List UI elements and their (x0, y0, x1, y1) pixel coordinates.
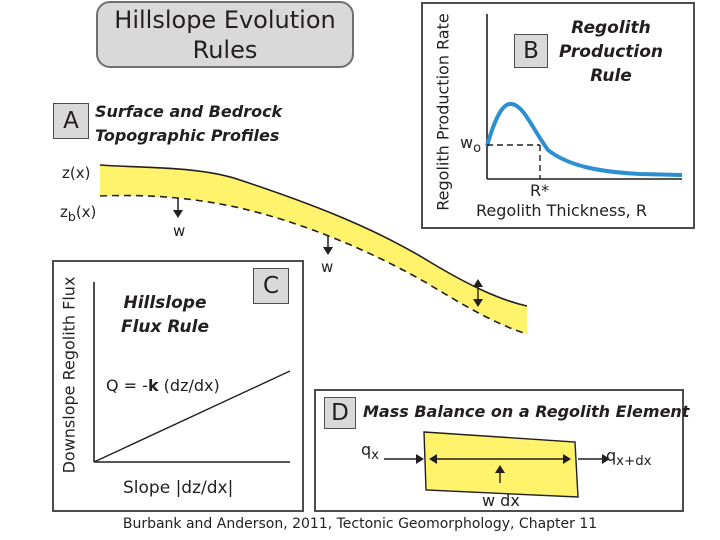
w0-subscript: o (473, 141, 482, 157)
panel-b-letter: B (514, 34, 548, 68)
label-qxdx: qx+dx (606, 446, 652, 469)
panel-c-title: Hillslope Flux Rule (118, 291, 212, 339)
zb-subscript: b (67, 209, 76, 224)
panel-b-xlabel: Regolith Thickness, R (476, 201, 647, 220)
qxdx-symbol: q (606, 446, 617, 465)
equation-prefix: Q = - (106, 376, 148, 395)
bedrock-profile (99, 194, 528, 335)
qx-symbol: q (361, 440, 372, 459)
w-arrow-1 (173, 198, 183, 218)
w0-symbol: w (460, 133, 474, 152)
panel-c-xlabel: Slope |dz/dx| (123, 478, 234, 498)
title-box: Hillslope Evolution Rules (96, 1, 354, 68)
regolith-layer (100, 165, 527, 334)
panel-b-w0: wo (460, 133, 481, 156)
flux-line (93, 370, 291, 463)
panel-b-title: Regolith Production Rule (556, 16, 666, 88)
caption: Burbank and Anderson, 2011, Tectonic Geo… (122, 516, 598, 532)
label-z-surface: z(x) (62, 164, 91, 182)
label-w-1: w (173, 222, 186, 240)
panel-b-title-line-2: Production (558, 42, 664, 62)
panel-c-title-line-1: Hillslope (123, 293, 207, 313)
panel-b-title-line-3: Rule (590, 66, 632, 86)
zb-symbol: z (60, 203, 68, 221)
label-z-bedrock: zb(x) (60, 203, 96, 224)
panel-c-equation: Q = -k (dz/dx) (106, 376, 220, 395)
qx-subscript: x (371, 448, 380, 464)
panel-a-title-line-2: Topographic Profiles (95, 126, 280, 145)
qxdx-subscript: x+dx (616, 454, 652, 470)
label-w-2: w (321, 258, 334, 276)
label-wdx: w dx (482, 491, 520, 510)
panel-b (421, 2, 695, 229)
panel-c-title-line-2: Flux Rule (120, 317, 210, 337)
panel-a-title-line-1: Surface and Bedrock (95, 102, 283, 121)
production-curve (485, 101, 683, 177)
panel-c-letter: C (253, 268, 289, 304)
title-line-2: Rules (192, 35, 258, 64)
equation-k: k (147, 376, 159, 395)
dx-arrow (429, 454, 571, 464)
qx-arrow (384, 454, 424, 464)
title-line-1: Hillslope Evolution (114, 5, 336, 34)
panel-a-letter: A (53, 103, 89, 139)
equation-suffix: (dz/dx) (158, 376, 220, 395)
zb-argument: (x) (75, 203, 97, 221)
w-arrow-2 (323, 236, 333, 255)
wdx-arrow (495, 465, 505, 483)
qxdx-arrow (578, 454, 610, 464)
regolith-element (423, 431, 579, 498)
surface-profile (99, 164, 528, 307)
panel-d-letter: D (324, 397, 356, 429)
panel-b-rstar: R* (530, 181, 550, 200)
panel-b-title-line-1: Regolith (571, 18, 651, 38)
r-thickness-arrow (473, 279, 483, 307)
label-qx: qx (361, 440, 379, 463)
panel-a-title: Surface and Bedrock Topographic Profiles (95, 100, 282, 148)
panel-d-title: Mass Balance on a Regolith Element (363, 402, 690, 421)
